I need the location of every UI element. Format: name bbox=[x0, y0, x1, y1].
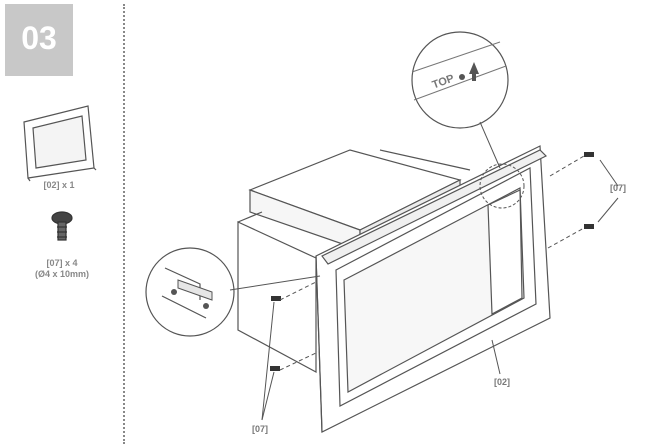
step-number-badge: 03 bbox=[5, 4, 73, 76]
screw-part-thumbnail bbox=[51, 211, 73, 241]
trim-frame bbox=[315, 145, 551, 433]
top-marker-highlight bbox=[479, 163, 525, 209]
callout-screws-bottom: [07] bbox=[252, 424, 269, 434]
callout-screws-right: [07] bbox=[610, 183, 627, 193]
column-divider bbox=[123, 4, 125, 444]
screw-part-label-size: (Ø4 x 10mm) bbox=[34, 269, 90, 279]
screw-right-bottom bbox=[547, 224, 594, 249]
step-number: 03 bbox=[21, 20, 57, 56]
clip-detail-inset bbox=[145, 247, 321, 337]
frame-part-label: [02] x 1 bbox=[43, 180, 75, 190]
screw-right-top bbox=[549, 152, 594, 177]
screw-left-lower bbox=[270, 351, 319, 371]
top-marker-detail-inset bbox=[411, 31, 509, 169]
callout-frame: [02] bbox=[494, 377, 511, 387]
frame-part-thumbnail bbox=[23, 105, 97, 182]
screw-left-upper bbox=[271, 281, 317, 301]
screw-part-label-quantity: [07] x 4 bbox=[46, 258, 78, 268]
